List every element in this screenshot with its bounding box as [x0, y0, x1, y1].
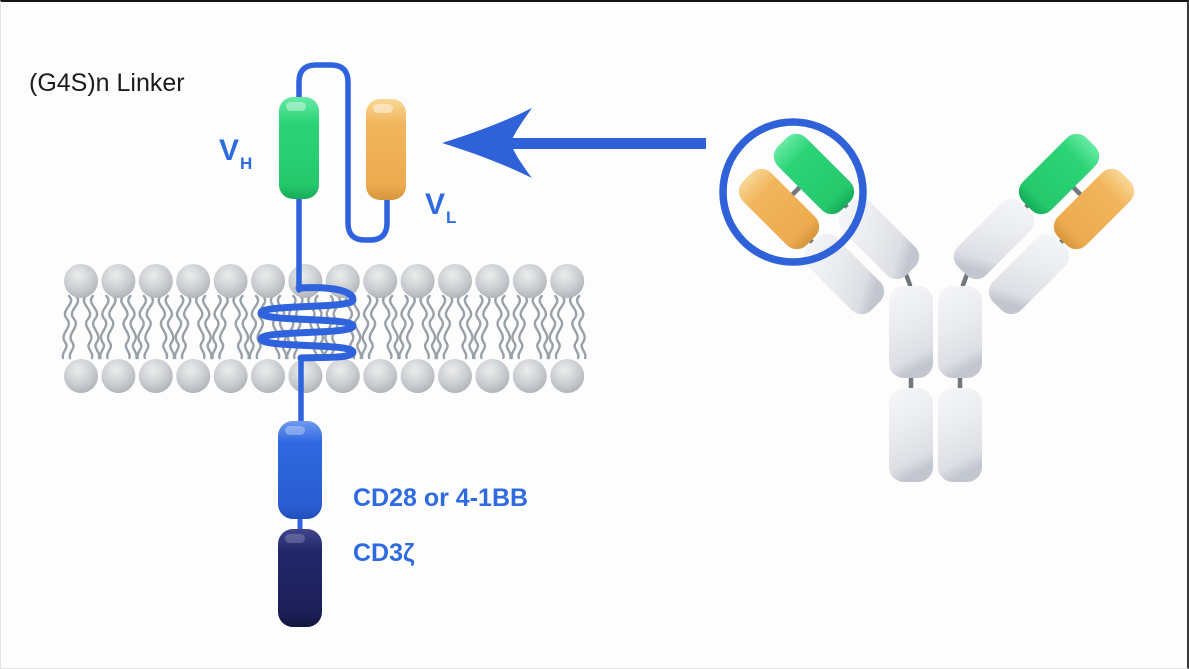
antibody-ch2-right	[938, 286, 982, 378]
antibody-ch3-right	[938, 388, 982, 482]
scfv-vh-domain	[279, 97, 319, 199]
g4s-linker-loop	[296, 62, 390, 243]
costim-highlight	[285, 426, 305, 435]
cd3zeta-highlight	[285, 534, 305, 543]
antibody-vl-right	[1053, 168, 1135, 250]
lipid-unit	[100, 264, 137, 393]
lipid-unit	[437, 264, 474, 393]
lipid-unit	[212, 264, 249, 393]
antibody	[719, 118, 1135, 482]
antibody-ch3-left	[889, 388, 933, 482]
fv-highlight-circle	[719, 118, 867, 266]
cd3zeta-domain	[278, 529, 322, 627]
costimulatory-domain	[278, 421, 322, 519]
antibody-cl-right	[988, 233, 1070, 315]
lipid-unit	[138, 264, 175, 393]
costimulatory-label: CD28 or 4-1BB	[353, 484, 528, 512]
antibody-right-arm	[953, 133, 1135, 315]
lipid-unit	[175, 264, 212, 393]
antibody-vh-left	[773, 133, 855, 215]
derivation-arrow	[442, 108, 706, 178]
lipid-unit	[549, 264, 586, 393]
antibody-fc	[889, 286, 982, 482]
vh-label: VH	[219, 134, 252, 173]
scfv	[279, 97, 406, 200]
lipid-unit	[250, 264, 287, 393]
intracellular-domains	[278, 421, 322, 627]
transmembrane-helix	[257, 284, 357, 362]
vh-highlight	[286, 102, 306, 111]
antibody-vh-right	[1018, 133, 1100, 215]
vl-highlight	[373, 104, 393, 113]
lipid-unit	[63, 264, 100, 393]
antibody-ch1-right	[953, 198, 1035, 280]
lipid-unit	[512, 264, 549, 393]
lipid-unit	[362, 264, 399, 393]
scfv-vl-domain	[366, 99, 406, 200]
lipid-unit	[474, 264, 511, 393]
cd3zeta-label: CD3ζ	[353, 539, 415, 567]
antibody-ch2-left	[889, 286, 933, 378]
linker-title: (G4S)n Linker	[29, 69, 185, 97]
antibody-vl-left	[738, 168, 820, 250]
arrow-shaft	[506, 138, 706, 149]
lipid-unit	[399, 264, 436, 393]
arrow-head-icon	[442, 108, 532, 178]
vl-label: VL	[425, 188, 456, 227]
